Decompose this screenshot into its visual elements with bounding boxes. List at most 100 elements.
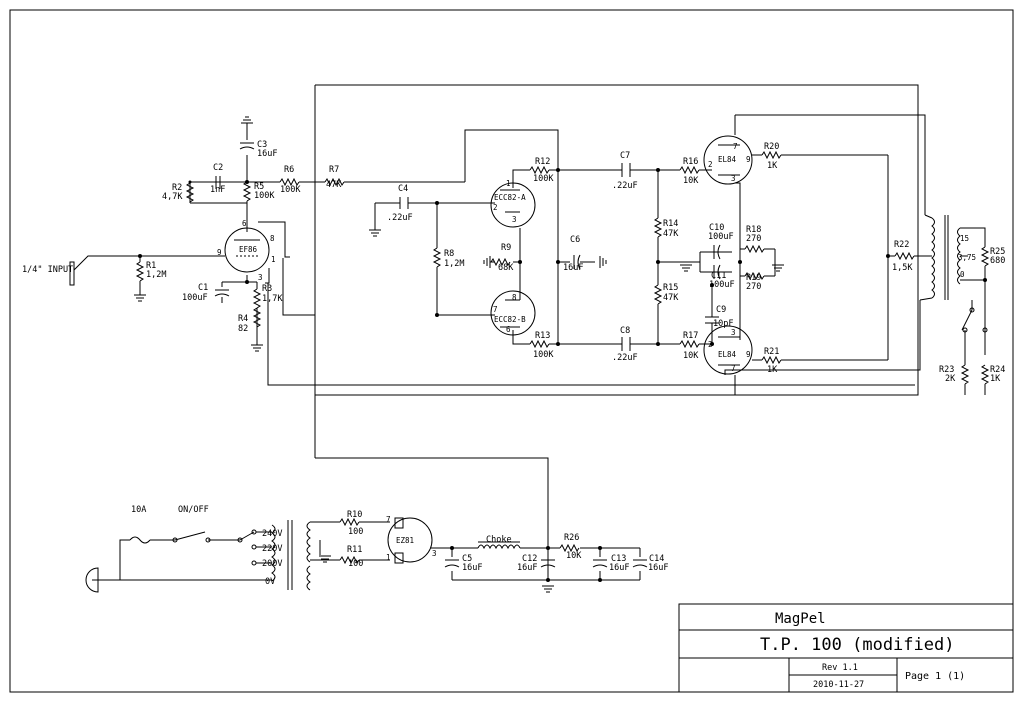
capacitor-C6 bbox=[573, 254, 581, 270]
tube-v2a: ECC82-A 1 2 3 bbox=[490, 179, 536, 228]
resistor-R23 bbox=[961, 364, 969, 385]
company-name: MagPel bbox=[775, 611, 826, 627]
impedance-switch bbox=[961, 309, 973, 331]
label-R25-val: 680 bbox=[990, 256, 1005, 266]
resistor-R17 bbox=[679, 340, 700, 348]
label-R18-val: 270 bbox=[746, 234, 761, 244]
document-title: T.P. 100 (modified) bbox=[760, 635, 954, 655]
label-R26-val: 10K bbox=[566, 551, 582, 561]
label-C13-ref: C13 bbox=[611, 554, 626, 564]
input-jack bbox=[69, 261, 75, 286]
resistor-R3 bbox=[253, 288, 261, 309]
resistor-R21 bbox=[761, 356, 782, 364]
label-C9-val: 10pF bbox=[713, 319, 733, 329]
pin-label: 1 bbox=[271, 255, 276, 264]
pin-label: 8 bbox=[270, 234, 275, 243]
label-R22-val: 1,5K bbox=[892, 263, 913, 273]
pt-heater-coil bbox=[306, 565, 311, 591]
tube-v3-label: EL84 bbox=[718, 155, 737, 164]
label-C10-ref: C10 bbox=[709, 223, 724, 233]
label-R7-ref: R7 bbox=[329, 165, 339, 175]
label-R17-val: 10K bbox=[683, 351, 699, 361]
label-C2-val: 1nF bbox=[210, 185, 225, 195]
resistor-R14 bbox=[654, 217, 662, 238]
tap-0-label: 0V bbox=[265, 577, 275, 587]
voltage-selector bbox=[239, 531, 255, 541]
capacitor-C2 bbox=[205, 176, 232, 189]
resistor-R8 bbox=[433, 247, 441, 268]
capacitor-C3 bbox=[239, 142, 255, 150]
label-C7-ref: C7 bbox=[620, 151, 630, 161]
pin-label: 2 bbox=[493, 203, 498, 212]
label-R18-ref: R18 bbox=[746, 225, 761, 235]
label-R5-ref: R5 bbox=[254, 182, 264, 192]
label-C11-ref: C11 bbox=[711, 271, 726, 281]
tube-v1: EF86 6 8 9 1 3 bbox=[217, 219, 276, 282]
title-block: MagPel T.P. 100 (modified) Rev 1.1 2010-… bbox=[678, 603, 1014, 693]
pin-label: 9 bbox=[746, 350, 751, 359]
capacitor-C10 bbox=[713, 244, 721, 260]
capacitor-C1 bbox=[214, 289, 230, 297]
pin-label: 7 bbox=[731, 364, 736, 373]
label-R19-ref: R19 bbox=[746, 273, 761, 283]
resistor-R16 bbox=[679, 166, 700, 174]
label-R16-ref: R16 bbox=[683, 157, 698, 167]
tube-v1-label: EF86 bbox=[239, 245, 258, 254]
label-R15-val: 47K bbox=[663, 293, 679, 303]
capacitor-C9 bbox=[705, 310, 719, 330]
resistor-R20 bbox=[761, 151, 782, 159]
label-R12-val: 100K bbox=[533, 174, 554, 184]
label-C14-ref: C14 bbox=[649, 554, 664, 564]
junctions bbox=[138, 168, 987, 582]
sheet-border bbox=[9, 9, 1014, 693]
transformers bbox=[69, 214, 988, 593]
tap-200-label: 200V bbox=[262, 559, 282, 569]
resistor-R5 bbox=[243, 181, 251, 202]
component-labels: R1 1,2M R2 4,7K R3 1,7K R4 82 R5 100K R6… bbox=[22, 140, 1005, 587]
label-C12-val: 16uF bbox=[517, 563, 537, 573]
label-R7-val: 47K bbox=[326, 180, 342, 190]
label-R1-val: 1,2M bbox=[146, 270, 166, 280]
label-R1-ref: R1 bbox=[146, 261, 156, 271]
resistor-R24 bbox=[981, 364, 989, 385]
label-R3-ref: R3 bbox=[262, 284, 272, 294]
label-R20-ref: R20 bbox=[764, 142, 779, 152]
pin-label: 6 bbox=[242, 219, 247, 228]
label-C10-val: 100uF bbox=[708, 232, 734, 242]
tube-rect: EZ81 7 1 3 bbox=[386, 515, 437, 564]
capacitor-C14 bbox=[632, 559, 648, 568]
capacitor-C7 bbox=[621, 163, 631, 177]
label-C3-ref: C3 bbox=[257, 140, 267, 150]
switch-symbol bbox=[174, 531, 206, 541]
label-C1-ref: C1 bbox=[198, 283, 208, 293]
label-R21-val: 1K bbox=[767, 365, 778, 375]
label-R11-ref: R11 bbox=[347, 545, 362, 555]
label-R2-val: 4,7K bbox=[162, 192, 183, 202]
tube-v2a-label: ECC82-A bbox=[494, 193, 526, 202]
label-R6-ref: R6 bbox=[284, 165, 294, 175]
wiring bbox=[95, 84, 986, 581]
label-C11-val: 100uF bbox=[709, 280, 735, 290]
label-R22-ref: R22 bbox=[894, 240, 909, 250]
label-R24-val: 1K bbox=[990, 374, 1001, 384]
tube-v2b: ECC82-B 8 7 6 bbox=[490, 290, 536, 336]
label-R12-ref: R12 bbox=[535, 157, 550, 167]
pt-secondary-coil bbox=[306, 521, 311, 563]
pin-label: 1 bbox=[386, 553, 391, 562]
pin-label: 3 bbox=[258, 273, 263, 282]
label-R10-ref: R10 bbox=[347, 510, 362, 520]
tube-v4-label: EL84 bbox=[718, 350, 737, 359]
pin-label: 6 bbox=[506, 325, 511, 334]
tubes: EF86 6 8 9 1 3 ECC82-A 1 2 3 ECC82-B 8 7… bbox=[217, 135, 753, 564]
label-C5-val: 16uF bbox=[462, 563, 482, 573]
label-C2-ref: C2 bbox=[213, 163, 223, 173]
label-C6-ref: C6 bbox=[570, 235, 580, 245]
pin-label: 7 bbox=[733, 142, 738, 151]
capacitor-C12 bbox=[540, 559, 556, 568]
date: 2010-11-27 bbox=[813, 680, 864, 690]
label-R23-val: 2K bbox=[945, 374, 956, 384]
tap-220-label: 220V bbox=[262, 544, 282, 554]
capacitor-C4 bbox=[399, 197, 409, 209]
label-R3-val: 1,7K bbox=[262, 294, 283, 304]
label-R8-ref: R8 bbox=[444, 249, 454, 259]
